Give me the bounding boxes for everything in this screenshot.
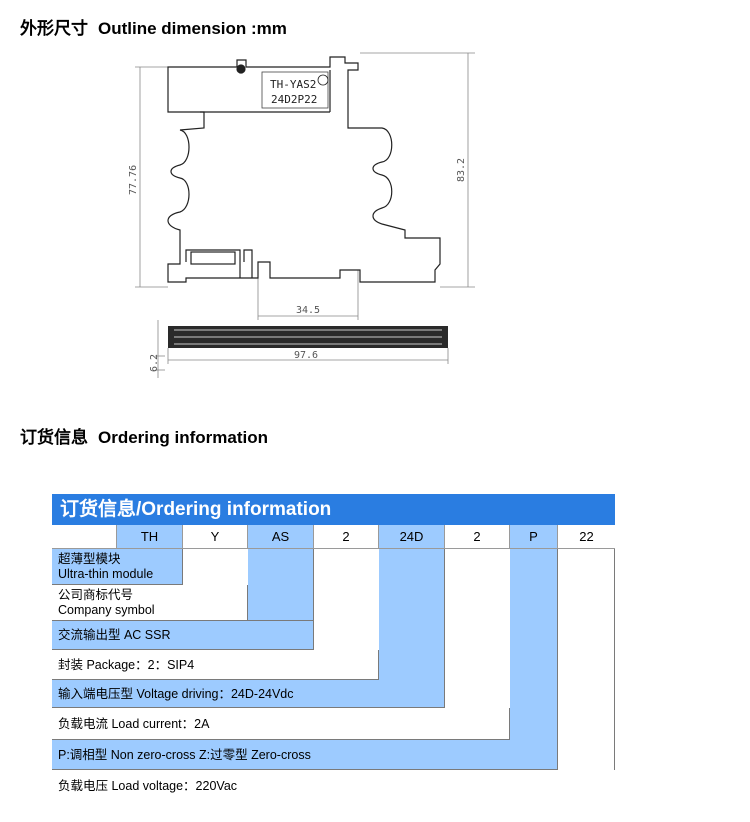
row-voltage-driving: 输入端电压型 Voltage driving：24D-24Vdc [52, 680, 445, 708]
code-cell-8: 22 [558, 525, 615, 549]
row-ac-ssr: 交流输出型 AC SSR [52, 621, 314, 650]
row-1-en: Ultra-thin module [58, 567, 154, 581]
code-cell-1: TH [117, 525, 183, 549]
row-7-text: P:调相型 Non zero-cross Z:过零型 Zero-cross [58, 748, 311, 762]
dim-thickness: 6.2 [149, 354, 160, 372]
ordering-table: 订货信息/Ordering information TH Y AS 2 24D … [52, 494, 615, 804]
drawing-label-line1: TH-YAS2 [270, 78, 316, 91]
row-load-voltage: 负载电压 Load voltage：220Vac [52, 770, 615, 804]
dim-length: 97.6 [294, 350, 318, 361]
outline-heading-cn: 外形尺寸 [20, 19, 88, 38]
outline-heading-en: Outline dimension :mm [98, 19, 287, 38]
row-ultra-thin-module: 超薄型模块 Ultra-thin module [52, 549, 183, 585]
code-cell-7: P [510, 525, 558, 549]
row-8-text: 负载电压 Load voltage：220Vac [58, 779, 238, 793]
row-2-en: Company symbol [58, 603, 155, 617]
ordering-heading-cn: 订货信息 [20, 428, 88, 447]
ordering-banner: 订货信息/Ordering information [52, 494, 615, 525]
ordering-heading-en: Ordering information [98, 428, 268, 447]
dim-height-left: 77.76 [128, 165, 139, 195]
row-load-current: 负载电流 Load current：2A [52, 708, 510, 740]
label-plate [261, 71, 329, 109]
code-cell-2: Y [183, 525, 248, 549]
dim-rail: 34.5 [296, 305, 320, 316]
outline-heading: 外形尺寸 Outline dimension :mm [20, 14, 287, 39]
row-5-text: 输入端电压型 Voltage driving：24D-24Vdc [58, 687, 294, 701]
code-cell-blank [52, 525, 117, 549]
code-bar-p [510, 549, 558, 771]
row-company-symbol: 公司商标代号 Company symbol [52, 585, 248, 621]
row-zero-cross: P:调相型 Non zero-cross Z:过零型 Zero-cross [52, 740, 558, 770]
top-view-detail [174, 329, 442, 345]
relay-outline [167, 56, 441, 283]
code-bar-as [248, 549, 314, 621]
code-cell-3: AS [248, 525, 314, 549]
outline-drawing: TH-YAS2 24D2P22 77.76 83.2 34.5 97.6 6.2 [128, 52, 475, 378]
row-6-text: 负载电流 Load current：2A [58, 717, 210, 731]
ordering-heading: 订货信息 Ordering information [20, 423, 268, 448]
code-cell-6: 2 [445, 525, 510, 549]
row-4-text: 封装 Package：2：SIP4 [58, 658, 195, 672]
code-cell-5: 24D [379, 525, 445, 549]
dimension-lines [135, 52, 475, 378]
drawing-label-line2: 24D2P22 [271, 93, 317, 106]
row-3-text: 交流输出型 AC SSR [58, 628, 171, 642]
row-1-cn: 超薄型模块 [58, 552, 121, 566]
code-cell-4: 2 [314, 525, 379, 549]
dim-height-right: 83.2 [456, 158, 467, 182]
logo-icon [317, 74, 329, 86]
row-package: 封装 Package：2：SIP4 [52, 650, 379, 680]
row-2-cn: 公司商标代号 [58, 588, 134, 602]
code-bar-24d [379, 549, 445, 705]
